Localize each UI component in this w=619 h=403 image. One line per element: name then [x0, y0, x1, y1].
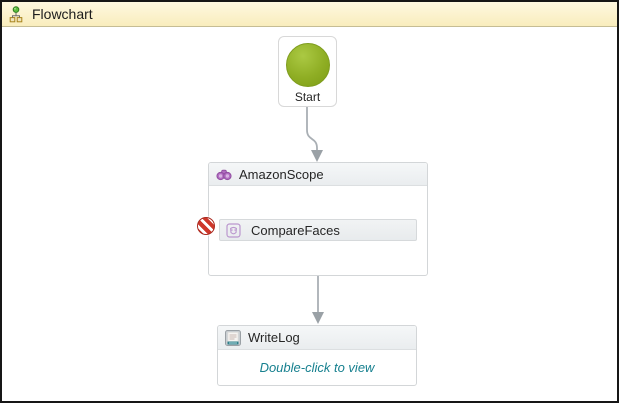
writelog-header[interactable]: WriteLog [218, 326, 416, 350]
writelog-node[interactable]: WriteLog Double-click to view [217, 325, 417, 386]
writelog-body[interactable]: Double-click to view [218, 350, 416, 385]
flowchart-titlebar[interactable]: Flowchart [2, 2, 617, 27]
writelog-label: WriteLog [248, 330, 300, 345]
binoculars-icon [216, 169, 232, 180]
amazon-scope-body: CompareFaces [209, 186, 427, 276]
amazon-scope-header[interactable]: AmazonScope [209, 163, 427, 186]
amazon-scope-label: AmazonScope [239, 166, 324, 182]
start-circle-icon [285, 43, 330, 87]
amazon-scope-node[interactable]: AmazonScope CompareFaces [208, 162, 428, 276]
connector-scope-to-writelog[interactable] [312, 276, 324, 324]
start-node-label: Start [294, 90, 321, 104]
compare-faces-label: CompareFaces [251, 222, 340, 238]
flowchart-icon [9, 5, 23, 22]
double-click-hint: Double-click to view [259, 360, 375, 375]
face-recognition-icon [226, 222, 241, 238]
log-icon [225, 329, 241, 346]
start-node[interactable]: Start [278, 36, 337, 107]
compare-faces-activity[interactable]: CompareFaces [219, 219, 417, 241]
validation-error-badge[interactable] [197, 217, 215, 235]
page-title: Flowchart [32, 6, 93, 22]
connector-start-to-scope[interactable] [306, 107, 323, 162]
